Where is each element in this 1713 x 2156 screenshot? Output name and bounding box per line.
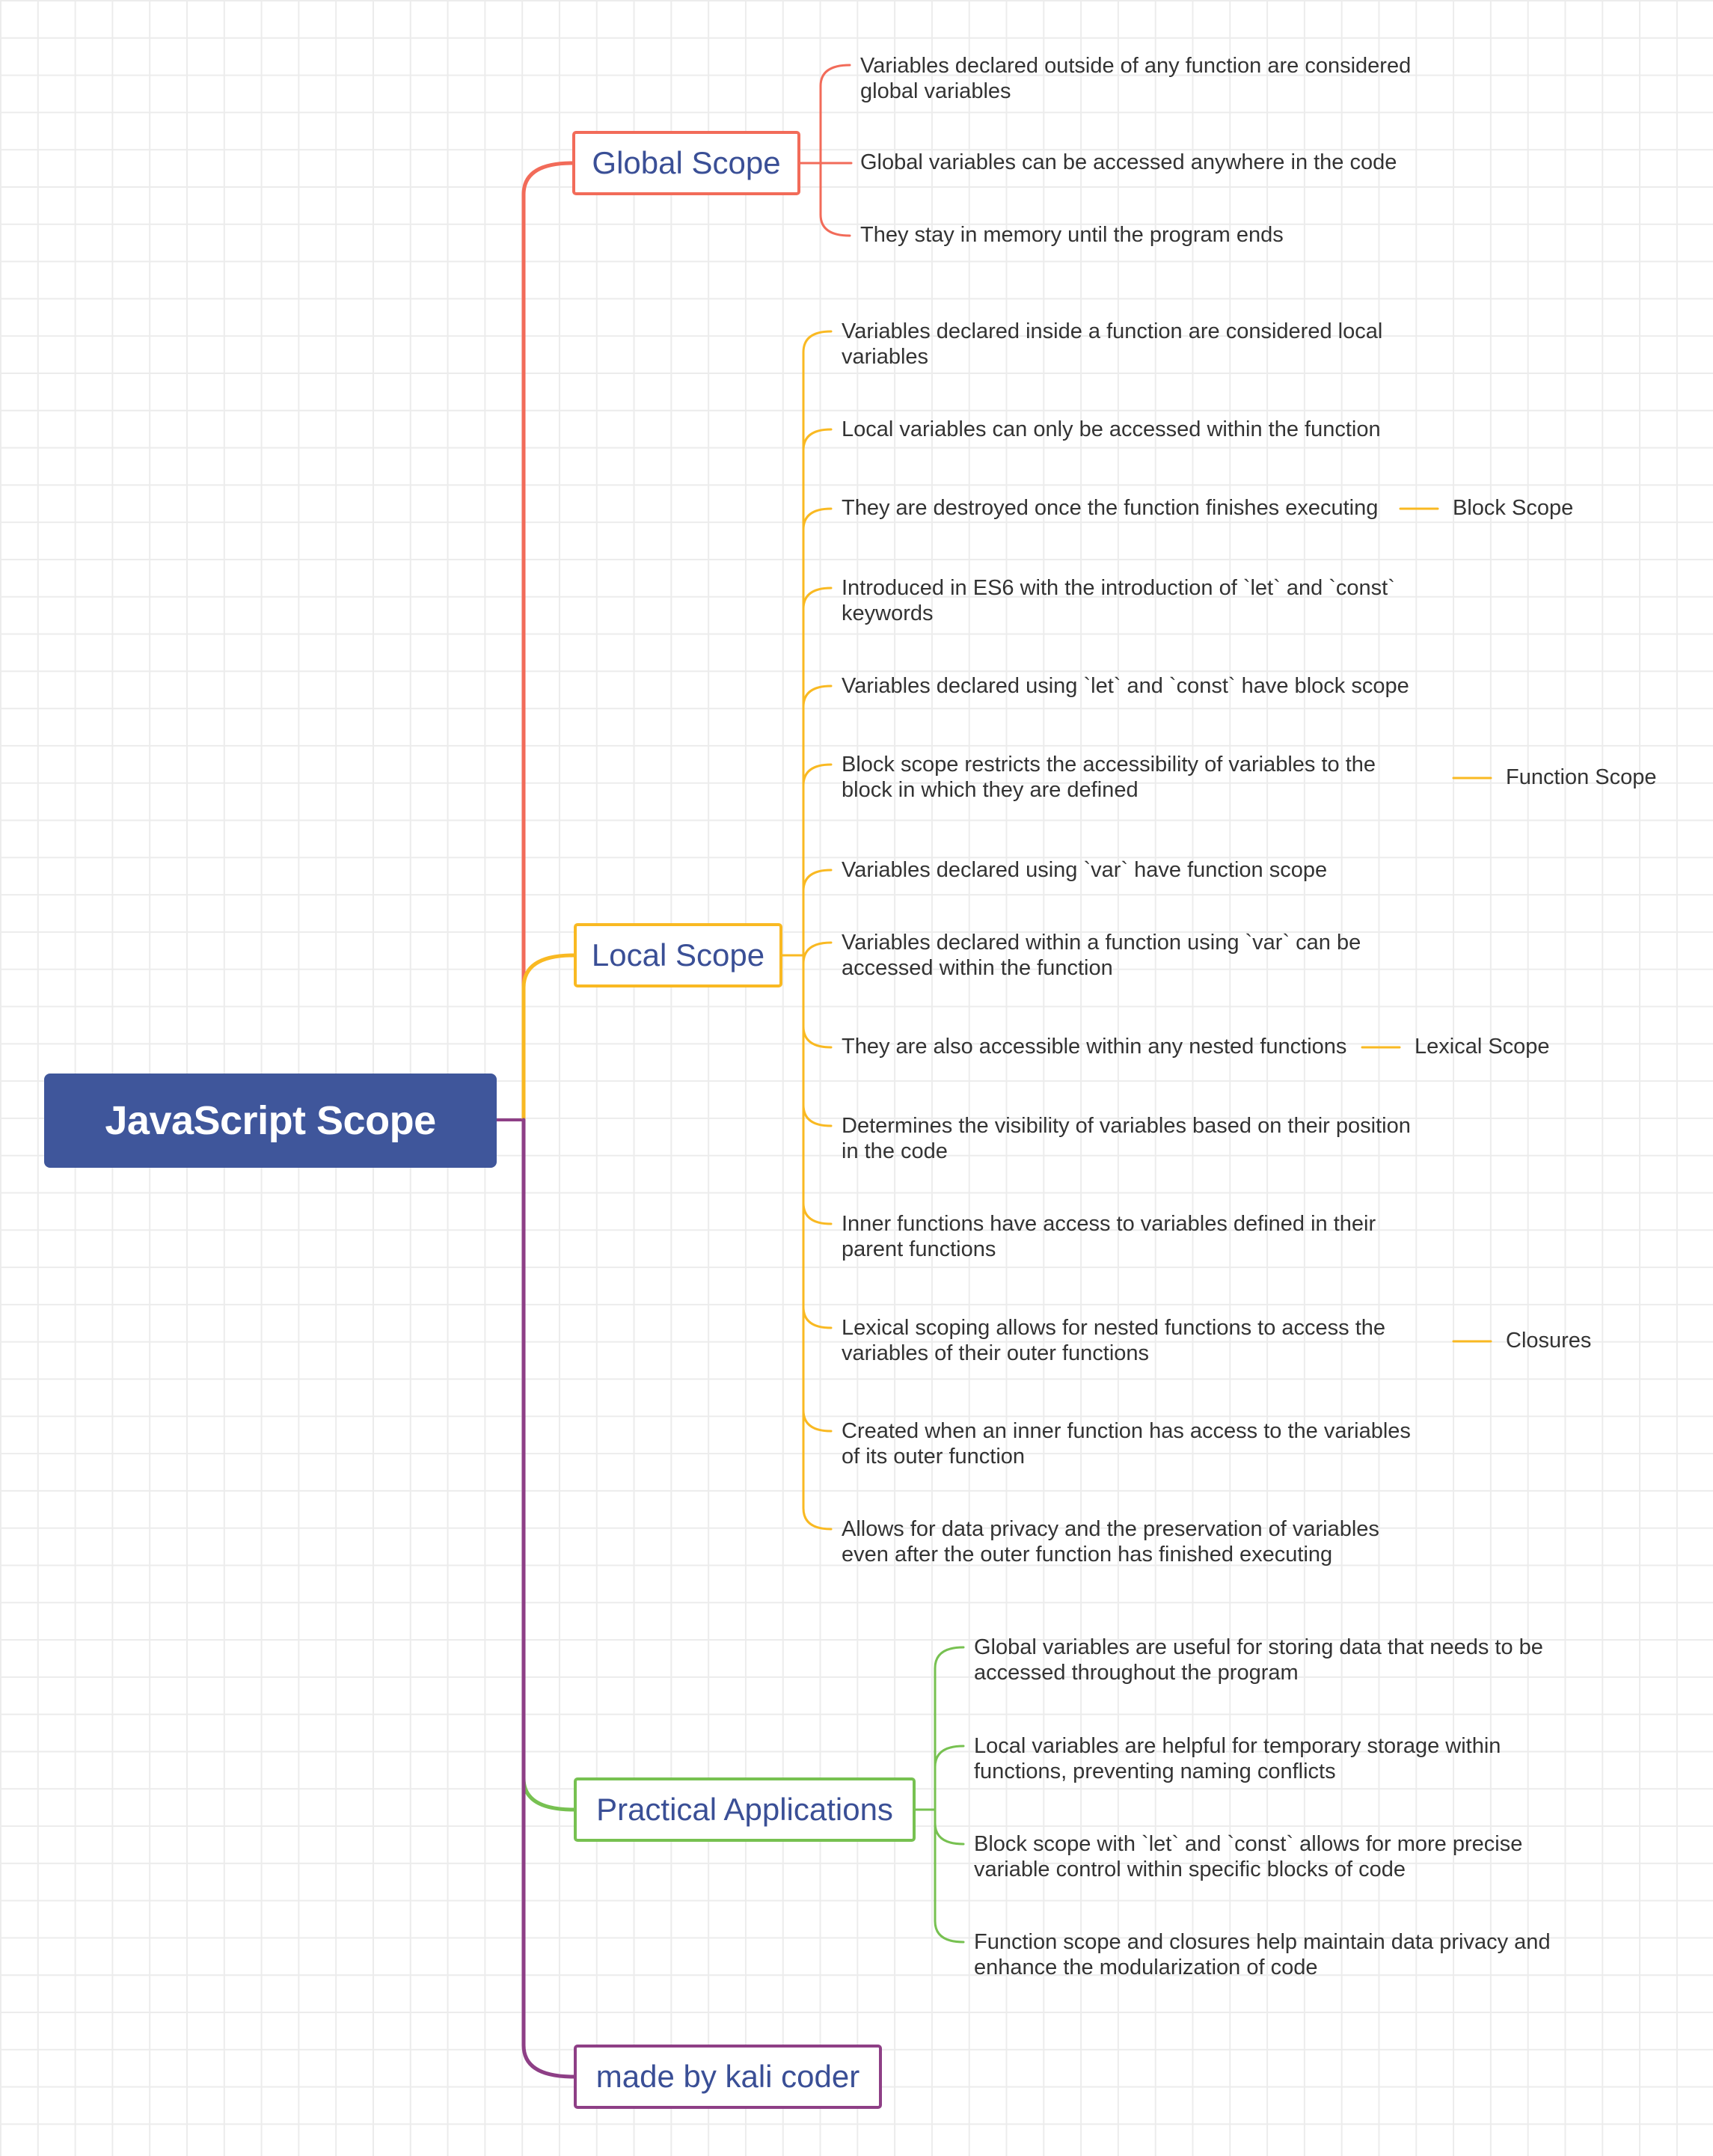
subtopic-block-scope[interactable]: Block Scope	[1453, 496, 1574, 520]
local-item-2[interactable]: Local variables can only be accessed wit…	[842, 417, 1381, 442]
item-line: of its outer function	[842, 1445, 1026, 1469]
item-line: Block scope restricts the accessibility …	[842, 753, 1376, 777]
local-item-10[interactable]: Determines the visibility of variables b…	[842, 1113, 1411, 1164]
topic-global-scope[interactable]: Global Scope	[572, 131, 800, 195]
item-line: Variables declared inside a function are…	[842, 319, 1383, 343]
practical-leaf-connector	[934, 1745, 965, 1811]
local-leaf-connector	[802, 685, 833, 957]
local-item-6[interactable]: Block scope restricts the accessibility …	[842, 752, 1376, 803]
local-item-12[interactable]: Lexical scoping allows for nested functi…	[842, 1315, 1385, 1366]
item-line: They are also accessible within any nest…	[842, 1035, 1347, 1059]
local-item-3[interactable]: They are destroyed once the function fin…	[842, 495, 1378, 521]
item-line: Introduced in ES6 with the introduction …	[842, 576, 1395, 600]
practical-leaf-connector	[934, 1808, 965, 1944]
local-leaf-connector	[802, 763, 833, 957]
item-line: accessed within the function	[842, 956, 1113, 980]
item-line: Variables declared using `var` have func…	[842, 858, 1328, 882]
subtopic-lexical-scope[interactable]: Lexical Scope	[1415, 1035, 1550, 1059]
item-line: They stay in memory until the program en…	[860, 223, 1284, 247]
local-item-1[interactable]: Variables declared inside a function are…	[842, 319, 1382, 370]
local-leaf-connector	[802, 954, 833, 1433]
topic-local-scope[interactable]: Local Scope	[574, 923, 782, 987]
branch-line-global	[521, 161, 574, 1122]
item-line: Variables declared using `let` and `cons…	[842, 674, 1409, 698]
practical-leaf-connector	[934, 1808, 965, 1846]
item-line: Created when an inner function has acces…	[842, 1419, 1411, 1443]
item-line: even after the outer function has finish…	[842, 1543, 1333, 1567]
local-leaf-connector	[802, 954, 833, 1329]
item-line: block in which they are defined	[842, 778, 1139, 802]
practical-item-2[interactable]: Local variables are helpful for temporar…	[974, 1733, 1501, 1784]
local-item-14[interactable]: Allows for data privacy and the preserva…	[842, 1516, 1379, 1567]
branch-line-local	[521, 953, 576, 1122]
local-item-11[interactable]: Inner functions have access to variables…	[842, 1211, 1376, 1262]
practical-leaf-connector	[934, 1646, 965, 1811]
topic-practical-applications[interactable]: Practical Applications	[574, 1777, 916, 1842]
item-line: Variables declared outside of any functi…	[860, 54, 1412, 78]
item-line: Lexical scoping allows for nested functi…	[842, 1316, 1386, 1340]
local-leaf-connector	[802, 941, 833, 964]
local-item-9[interactable]: They are also accessible within any nest…	[842, 1034, 1346, 1059]
item-line: Global variables are useful for storing …	[974, 1635, 1543, 1659]
local-leaf-connector	[802, 954, 833, 1049]
item-line: Function scope and closures help maintai…	[974, 1930, 1551, 1954]
item-line: keywords	[842, 601, 934, 625]
global-item-2[interactable]: Global variables can be accessed anywher…	[860, 150, 1397, 175]
item-line: parent functions	[842, 1237, 996, 1261]
item-line: variables of their outer functions	[842, 1341, 1150, 1365]
item-line: Block scope with `let` and `const` allow…	[974, 1832, 1523, 1856]
local-leaf-connector	[802, 507, 833, 957]
subtopic-closures[interactable]: Closures	[1506, 1329, 1592, 1353]
item-line: enhance the modularization of code	[974, 1956, 1318, 1979]
topic-made-by-kali-coder[interactable]: made by kali coder	[574, 2045, 882, 2109]
root-topic[interactable]: JavaScript Scope	[44, 1074, 497, 1168]
local-item-5[interactable]: Variables declared using `let` and `cons…	[842, 673, 1409, 699]
item-line: Local variables can only be accessed wit…	[842, 417, 1381, 441]
global-leaf-connector	[819, 64, 851, 165]
local-item-4[interactable]: Introduced in ES6 with the introduction …	[842, 575, 1395, 626]
item-line: Variables declared within a function usi…	[842, 931, 1361, 955]
item-line: Global variables can be accessed anywher…	[860, 150, 1397, 174]
local-leaf-connector	[802, 330, 833, 957]
local-item-13[interactable]: Created when an inner function has acces…	[842, 1418, 1411, 1469]
item-line: variable control within specific blocks …	[974, 1858, 1406, 1881]
practical-item-4[interactable]: Function scope and closures help maintai…	[974, 1929, 1551, 1980]
item-line: Inner functions have access to variables…	[842, 1212, 1376, 1236]
global-leaf-connector	[819, 162, 851, 237]
practical-item-1[interactable]: Global variables are useful for storing …	[974, 1635, 1543, 1685]
item-line: Determines the visibility of variables b…	[842, 1114, 1411, 1138]
item-line: Allows for data privacy and the preserva…	[842, 1517, 1379, 1541]
item-line: They are destroyed once the function fin…	[842, 496, 1379, 520]
local-item-8[interactable]: Variables declared within a function usi…	[842, 930, 1361, 981]
local-leaf-connector	[802, 869, 833, 957]
global-item-1[interactable]: Variables declared outside of any functi…	[860, 53, 1411, 104]
local-leaf-connector	[802, 428, 833, 957]
local-item-7[interactable]: Variables declared using `var` have func…	[842, 857, 1327, 883]
item-line: variables	[842, 345, 929, 369]
global-item-3[interactable]: They stay in memory until the program en…	[860, 222, 1284, 248]
item-line: global variables	[860, 79, 1011, 103]
local-leaf-connector	[802, 587, 833, 957]
item-line: in the code	[842, 1139, 948, 1163]
branch-line-practical	[521, 1118, 576, 1812]
local-leaf-connector	[802, 954, 833, 1225]
item-line: functions, preventing naming conflicts	[974, 1760, 1336, 1783]
item-line: Local variables are helpful for temporar…	[974, 1734, 1501, 1758]
subtopic-function-scope[interactable]: Function Scope	[1506, 765, 1657, 789]
branch-line-credit	[521, 1118, 576, 2079]
local-leaf-connector	[802, 954, 833, 1531]
item-line: accessed throughout the program	[974, 1661, 1299, 1685]
practical-item-3[interactable]: Block scope with `let` and `const` allow…	[974, 1831, 1522, 1882]
